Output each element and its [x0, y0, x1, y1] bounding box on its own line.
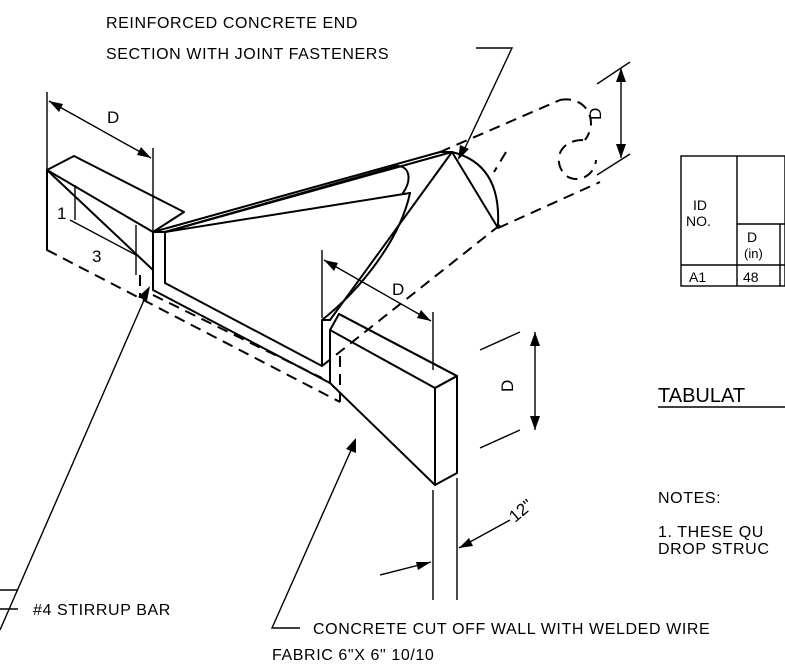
table-cell-d: 48 [743, 269, 759, 285]
top-d-dimension: D [46, 92, 154, 232]
wall-thickness-dimension: 12" [379, 478, 537, 600]
concrete-end-section [46, 151, 500, 384]
notes-header: NOTES: [658, 490, 721, 507]
notes-line1: 1. THESE QU [658, 524, 764, 541]
stirrup-bar-leader [0, 286, 150, 631]
cutoff-wall-leader [270, 438, 356, 629]
cutoff-wall [329, 313, 458, 486]
tabulation-title: TABULAT [658, 385, 745, 407]
end-section-leader [458, 47, 514, 160]
table-d-unit: (in) [744, 246, 763, 261]
end-section-callout-line1: REINFORCED CONCRETE END [106, 15, 358, 32]
end-section-callout-line2: SECTION WITH JOINT FASTENERS [106, 46, 389, 63]
stirrup-bar-callout: #4 STIRRUP BAR [33, 602, 171, 619]
slope-indicator: 1 3 [57, 185, 137, 275]
middle-d-dimension: D [321, 250, 434, 370]
wall-d-label: D [498, 380, 517, 392]
table-id-header-line2: NO. [686, 213, 711, 229]
cutoff-wall-callout-line2: FABRIC 6"X 6" 10/10 [272, 647, 434, 664]
hidden-lines [46, 98, 601, 403]
table-cell-id: A1 [689, 269, 706, 285]
slope-rise-label: 1 [57, 204, 66, 223]
top-d-label: D [107, 108, 119, 127]
table-id-header-line1: ID [693, 197, 707, 213]
wall-thickness-label: 12" [505, 495, 536, 526]
slope-run-label: 3 [92, 247, 101, 266]
table-d-header: D [747, 229, 757, 245]
tabulation-table: ID NO. D (in) A1 48 [680, 155, 785, 287]
wall-d-dimension: D [479, 331, 540, 449]
cutoff-wall-callout-line1: CONCRETE CUT OFF WALL WITH WELDED WIRE [313, 621, 710, 638]
middle-d-label: D [392, 280, 404, 299]
pipe-d-dimension: D [586, 61, 631, 176]
pipe-d-label: D [586, 108, 605, 120]
notes-line2: DROP STRUC [658, 541, 770, 558]
